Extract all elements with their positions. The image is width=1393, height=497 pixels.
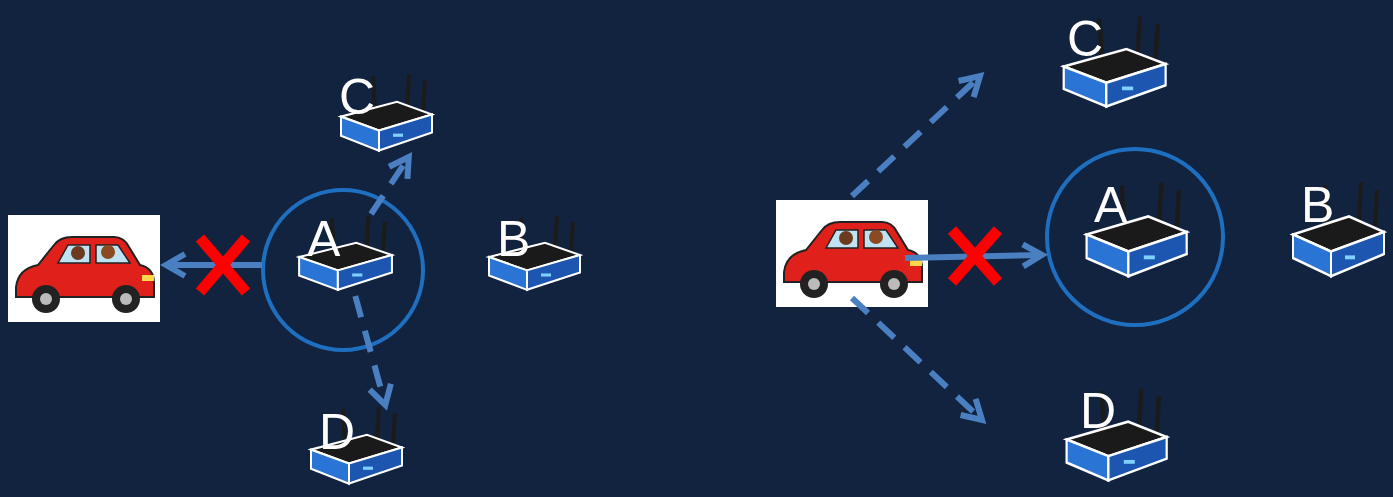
router-label: A	[1094, 180, 1127, 230]
router-label: C	[339, 72, 375, 122]
router-label: C	[1067, 14, 1103, 64]
router-node: D	[305, 405, 405, 490]
router-node: A	[293, 214, 395, 296]
router-node: C	[1057, 14, 1169, 114]
fail-cross	[952, 230, 998, 282]
probe-arrow	[852, 298, 982, 420]
car-picture	[776, 200, 928, 307]
range-circle	[1047, 149, 1223, 325]
probe-arrow	[371, 157, 409, 214]
car-picture	[8, 215, 160, 322]
fail-cross	[200, 238, 246, 292]
router-label: B	[497, 214, 530, 264]
router-label: D	[1080, 386, 1116, 436]
probe-arrow	[852, 76, 980, 196]
router-node: C	[335, 72, 435, 157]
probe-arrow	[355, 296, 385, 405]
router-label: D	[319, 407, 355, 457]
router-node: B	[483, 214, 583, 296]
router-label: A	[307, 214, 340, 264]
range-circle	[263, 190, 423, 350]
router-node: B	[1287, 180, 1387, 284]
router-label: B	[1301, 180, 1334, 230]
router-node: D	[1060, 386, 1170, 488]
router-node: A	[1080, 180, 1190, 284]
